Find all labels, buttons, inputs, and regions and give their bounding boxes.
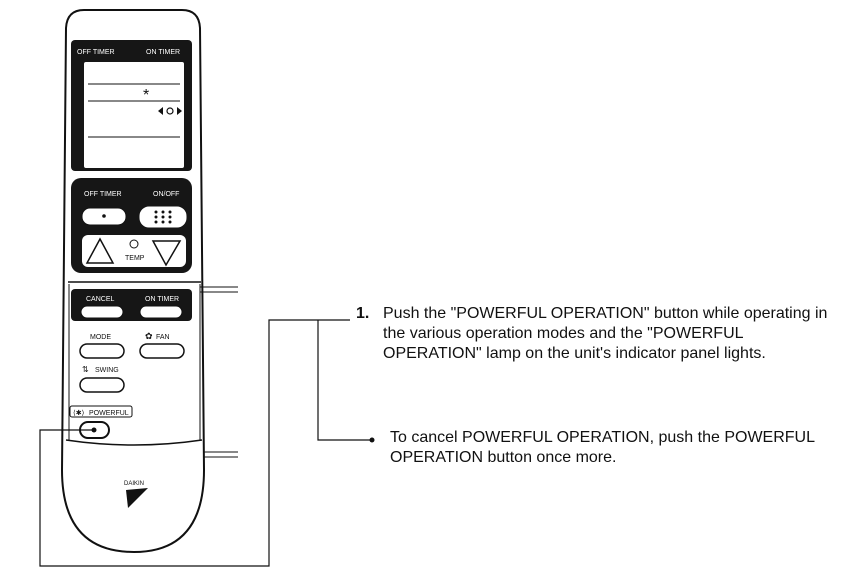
cancel-instruction: To cancel POWERFUL OPERATION, push the P… (390, 429, 815, 466)
leader-dot (369, 437, 375, 443)
swing-label: SWING (95, 367, 119, 374)
on-off-button[interactable] (139, 206, 187, 228)
off-timer-button[interactable] (81, 207, 127, 226)
on-timer-button[interactable] (139, 305, 183, 319)
step-1-instruction: 1. Push the "POWERFUL OPERATION" button … (356, 304, 836, 364)
snowflake-icon: * (143, 87, 149, 104)
brand-name: DAIKIN (124, 481, 144, 487)
temp-control: TEMP (82, 235, 186, 267)
display-off-timer-label: OFF TIMER (77, 49, 115, 56)
cancel-button[interactable] (80, 305, 124, 319)
swing-icon: ⇅ (82, 365, 89, 374)
powerful-fan-icon (158, 107, 182, 115)
temp-up-button[interactable] (85, 237, 115, 264)
temp-down-button[interactable] (151, 240, 182, 267)
on-timer-label: ON TIMER (145, 296, 179, 303)
cancel-label: CANCEL (86, 296, 115, 303)
powerful-label: POWERFUL (89, 410, 129, 417)
leader-line (39, 319, 370, 567)
off-timer-label: OFF TIMER (84, 191, 122, 198)
step-number: 1. (356, 305, 370, 322)
fan-icon: ✿ (145, 331, 153, 341)
display-on-timer-label: ON TIMER (146, 49, 180, 56)
thermometer-icon (129, 239, 139, 249)
powerful-label-icon: ⟨✱⟩ (73, 409, 85, 417)
temp-label: TEMP (125, 255, 145, 262)
step-1-text: Push the "POWERFUL OPERATION" button whi… (383, 305, 828, 362)
fan-button[interactable] (139, 343, 185, 359)
on-off-label: ON/OFF (153, 191, 179, 198)
mode-button[interactable] (79, 343, 125, 359)
swing-button[interactable] (79, 377, 125, 393)
mode-label: MODE (90, 334, 111, 341)
fan-label: FAN (156, 334, 170, 341)
daikin-logo (126, 488, 148, 508)
